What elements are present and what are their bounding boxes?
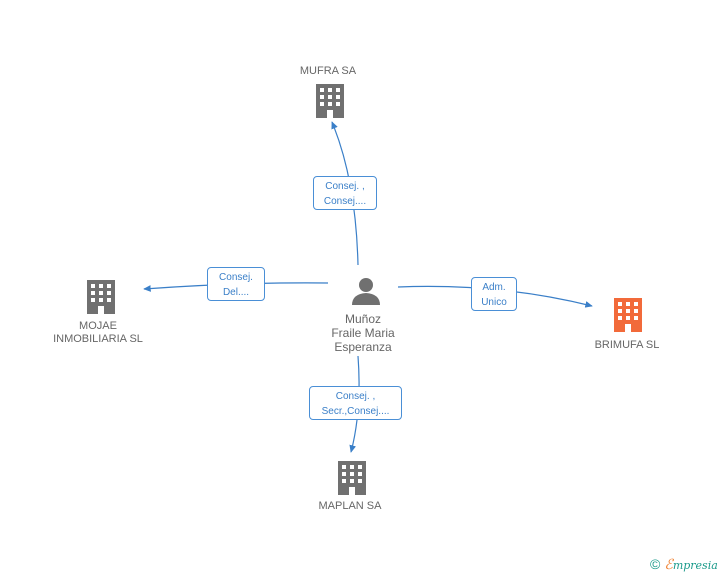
- brand-e: ℰ: [664, 557, 673, 573]
- empresia-logo[interactable]: ©ℰmpresia: [650, 556, 718, 573]
- relation-box-maplan[interactable]: Consej. , Secr.,Consej....: [309, 386, 402, 420]
- maplan-name: MAPLAN SA: [318, 500, 382, 512]
- company-label-mojae[interactable]: MOJAE INMOBILIARIA SL: [38, 320, 158, 346]
- relation-line: Secr.,Consej....: [321, 406, 390, 417]
- mojae-name-line2: INMOBILIARIA SL: [53, 333, 143, 345]
- building-icon[interactable]: [338, 461, 366, 495]
- building-icon[interactable]: [87, 280, 115, 314]
- brand-name: mpresia: [672, 559, 718, 572]
- company-label-brimufa[interactable]: BRIMUFA SL: [577, 339, 677, 352]
- relation-line: Consej. ,: [335, 391, 376, 402]
- relation-line: Consej. ,: [325, 181, 365, 192]
- relation-line: Unico: [481, 297, 507, 308]
- building-icon[interactable]: [316, 84, 344, 118]
- brimufa-name: BRIMUFA SL: [594, 339, 660, 351]
- relation-line: Del....: [222, 287, 250, 298]
- relation-line: Adm.: [482, 282, 506, 293]
- relation-line: Consej....: [323, 196, 367, 207]
- person-label[interactable]: Muñoz Fraile Maria Esperanza: [313, 312, 413, 354]
- mojae-name-line1: MOJAE: [79, 320, 117, 332]
- relation-line: Consej.: [219, 272, 253, 283]
- copyright-icon: ©: [650, 556, 661, 572]
- relation-box-mufra[interactable]: Consej. , Consej....: [313, 176, 377, 210]
- mufra-name: MUFRA SA: [299, 65, 357, 77]
- building-icon[interactable]: [614, 298, 642, 332]
- company-label-maplan[interactable]: MAPLAN SA: [300, 500, 400, 513]
- person-name-line2: Fraile Maria: [331, 326, 395, 340]
- person-icon[interactable]: [352, 278, 380, 305]
- person-name-line1: Muñoz: [344, 312, 382, 326]
- relation-box-mojae[interactable]: Consej. Del....: [207, 267, 265, 301]
- person-name-line3: Esperanza: [334, 340, 392, 354]
- company-label-mufra[interactable]: MUFRA SA: [278, 65, 378, 78]
- relation-box-brimufa[interactable]: Adm. Unico: [471, 277, 517, 311]
